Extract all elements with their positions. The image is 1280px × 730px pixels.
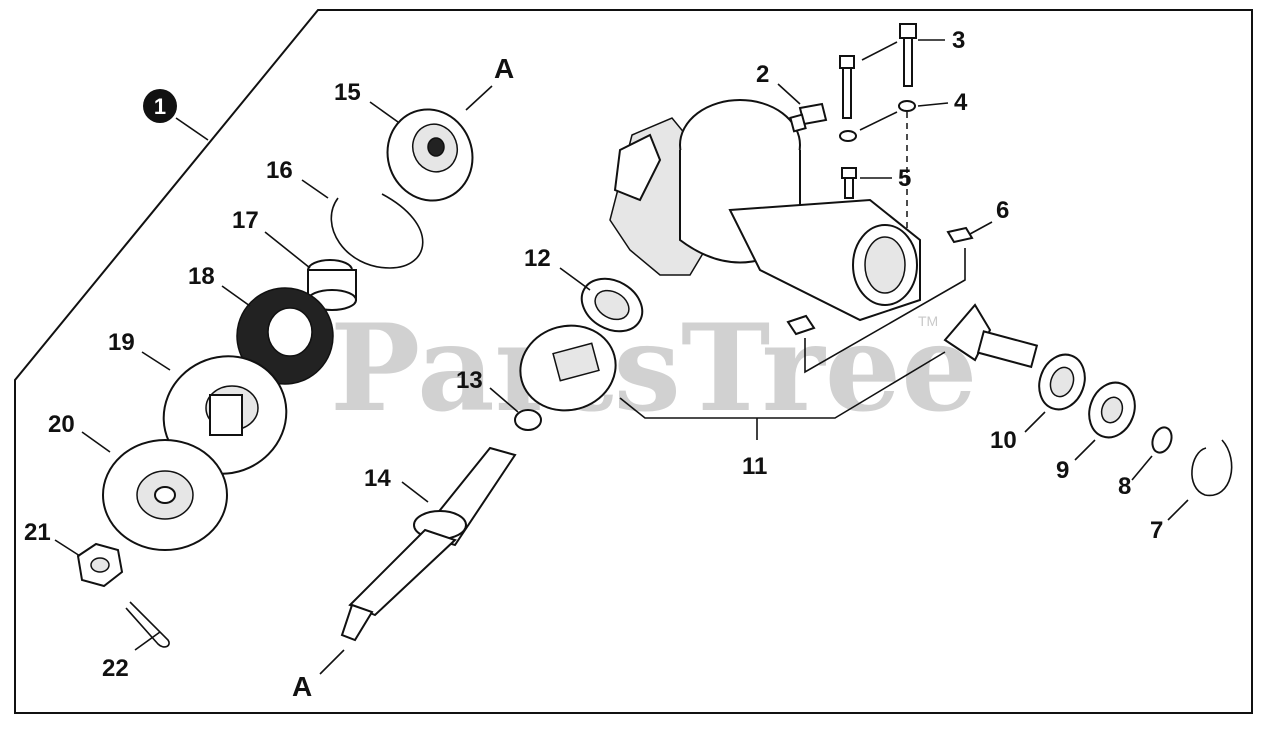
- leader-a-bottom: [319, 649, 345, 675]
- leader-21: [54, 539, 81, 557]
- washer-4a[interactable]: [898, 100, 916, 112]
- leader-8: [1131, 455, 1153, 481]
- svg-text:1: 1: [154, 94, 166, 119]
- callout-12[interactable]: 12: [524, 245, 551, 272]
- square-nut-6b[interactable]: [786, 314, 816, 336]
- output-shaft-14[interactable]: [340, 446, 517, 642]
- callout-19[interactable]: 19: [108, 329, 135, 356]
- circlip-7[interactable]: [1191, 439, 1233, 497]
- shaft-cup-19[interactable]: [144, 336, 305, 494]
- bolt-3[interactable]: [899, 23, 917, 87]
- bracket-11: [619, 351, 946, 419]
- leader-4b: [859, 111, 898, 131]
- leader-12: [559, 267, 591, 291]
- bolt-2[interactable]: [789, 102, 828, 133]
- callout-2[interactable]: 2: [756, 61, 769, 88]
- leader-9: [1074, 439, 1096, 461]
- gear-housing[interactable]: [609, 99, 921, 322]
- callout-22[interactable]: 22: [102, 655, 129, 682]
- watermark: PartsTree: [330, 298, 977, 439]
- bearing-12[interactable]: [572, 268, 651, 342]
- leader-17: [264, 231, 311, 269]
- washer-13[interactable]: [514, 409, 542, 431]
- leader-7: [1167, 499, 1189, 521]
- bevel-gear-large[interactable]: [511, 315, 625, 421]
- reference-marker-a-bottom[interactable]: A: [292, 671, 312, 702]
- bolt-3b[interactable]: [839, 55, 855, 119]
- leader-18: [221, 285, 251, 307]
- watermark-trademark: TM: [918, 313, 938, 329]
- leader-10: [1024, 411, 1046, 433]
- callout-7[interactable]: 7: [1150, 517, 1163, 544]
- callout-14[interactable]: 14: [364, 465, 391, 492]
- callout-10[interactable]: 10: [990, 427, 1017, 454]
- circlip-16[interactable]: [330, 193, 424, 269]
- callout-18[interactable]: 18: [188, 263, 215, 290]
- leader-6: [969, 221, 993, 235]
- callout-4[interactable]: 4: [954, 89, 968, 116]
- outer-plate-20[interactable]: [102, 439, 228, 551]
- castle-nut-21[interactable]: [76, 542, 124, 588]
- badge-leader: [175, 117, 209, 141]
- callout-20[interactable]: 20: [48, 411, 75, 438]
- leader-20: [81, 431, 111, 453]
- leader-15: [369, 101, 399, 123]
- leader-a-top: [465, 85, 493, 111]
- bracket-6: [804, 248, 966, 374]
- leader-13: [489, 387, 519, 413]
- callout-5[interactable]: 5: [898, 165, 911, 192]
- callout-17[interactable]: 17: [232, 207, 259, 234]
- assembly-badge[interactable]: 1: [143, 89, 177, 123]
- snap-ring-8[interactable]: [1149, 425, 1175, 456]
- bolt-5[interactable]: [841, 167, 857, 199]
- washer-4b[interactable]: [839, 130, 857, 142]
- callout-8[interactable]: 8: [1118, 473, 1131, 500]
- callout-15[interactable]: 15: [334, 79, 361, 106]
- square-nut-6a[interactable]: [946, 226, 974, 244]
- pinion-gear[interactable]: [943, 303, 1039, 369]
- callout-6[interactable]: 6: [996, 197, 1009, 224]
- leader-4: [917, 102, 949, 107]
- bearing-9[interactable]: [1082, 376, 1142, 444]
- callout-13[interactable]: 13: [456, 367, 483, 394]
- callout-3[interactable]: 3: [952, 27, 965, 54]
- reference-marker-a-top[interactable]: A: [494, 53, 514, 84]
- leader-3b: [861, 41, 898, 61]
- callout-21[interactable]: 21: [24, 519, 51, 546]
- leader-22: [134, 631, 161, 651]
- callout-9[interactable]: 9: [1056, 457, 1069, 484]
- bearing-10[interactable]: [1032, 348, 1092, 416]
- callout-16[interactable]: 16: [266, 157, 293, 184]
- leader-14: [401, 481, 429, 503]
- leader-16: [301, 179, 329, 199]
- leader-2: [777, 83, 801, 105]
- cotter-pin-22[interactable]: [125, 601, 170, 648]
- bearing-15[interactable]: [375, 97, 485, 212]
- diagram-frame: [14, 9, 1253, 714]
- callout-11[interactable]: 11: [742, 453, 767, 480]
- leader-19: [141, 351, 171, 371]
